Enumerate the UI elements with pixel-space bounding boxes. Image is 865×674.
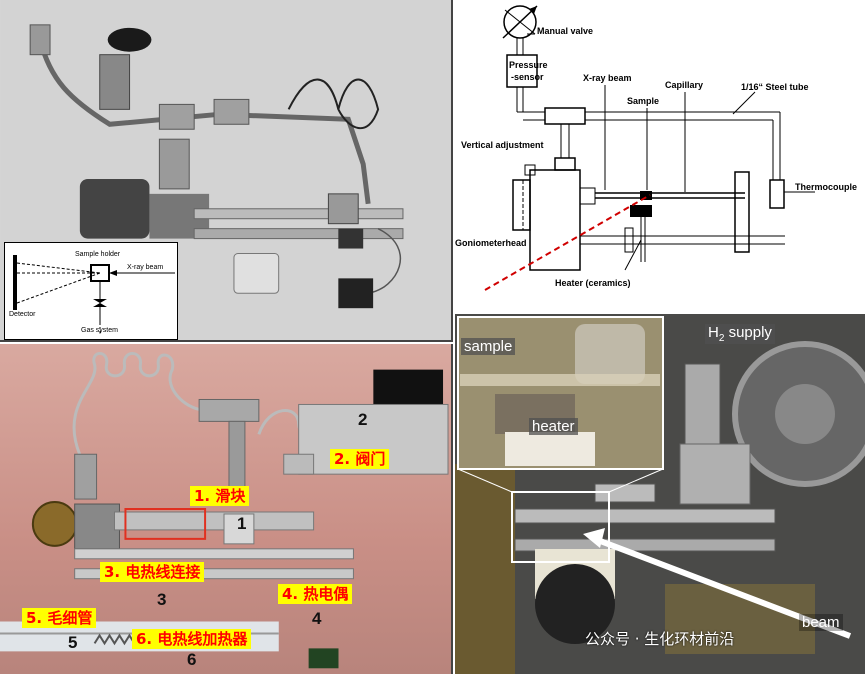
inset-label-sample-holder: Sample holder bbox=[75, 251, 121, 258]
inset-label-xray-beam: X-ray beam bbox=[127, 264, 164, 271]
h2-supply-subscript: 2 bbox=[718, 333, 725, 344]
label-pressure-sensor-1: Pressure bbox=[509, 60, 548, 70]
number-6: 6 bbox=[187, 650, 197, 669]
label-h2-supply: H2 supply bbox=[705, 324, 775, 344]
label-steel-tube: 1/16“ Steel tube bbox=[741, 82, 809, 92]
h2-supply-rest: supply bbox=[724, 324, 772, 341]
label-thermocouple: Thermocouple bbox=[795, 182, 858, 192]
label-vertical-adjustment: Vertical adjustment bbox=[461, 140, 544, 150]
label-heating-wire-connection: 3. 电热线连接 bbox=[100, 562, 205, 582]
label-sample: Sample bbox=[627, 96, 660, 106]
watermark-text: 公众号 · 生化环材前沿 bbox=[585, 630, 735, 648]
schematic-drawing bbox=[484, 5, 815, 291]
number-4: 4 bbox=[312, 609, 322, 628]
number-5: 5 bbox=[68, 633, 78, 652]
label-heater-photo: heater bbox=[529, 418, 578, 435]
label-capillary: Capillary bbox=[665, 80, 704, 90]
label-xray-beam: X-ray beam bbox=[583, 73, 632, 83]
label-pressure-sensor-2: -sensor bbox=[511, 72, 544, 82]
label-valve: 2. 阀门 bbox=[330, 449, 390, 469]
number-2: 2 bbox=[358, 410, 368, 429]
label-sample-photo: sample bbox=[461, 338, 516, 355]
label-slider: 1. 滑块 bbox=[190, 486, 250, 506]
label-capillary-cn: 5. 毛细管 bbox=[22, 608, 97, 628]
label-manual-valve: Manual valve bbox=[537, 26, 594, 36]
inset-schematic: Sample holder X-ray beam Detector Gas sy… bbox=[4, 242, 178, 340]
label-goniometerhead: Goniometerhead bbox=[455, 238, 527, 248]
mounted-cell-drawing bbox=[455, 314, 865, 674]
number-3: 3 bbox=[157, 590, 167, 609]
photo-mounted-cell: sample heater H2 supply beam 公众号 · 生化环材前… bbox=[455, 314, 865, 674]
inset-label-gas-system: Gas system bbox=[81, 327, 118, 334]
photo-labeled-components: 1. 滑块 2. 阀门 3. 电热线连接 4. 热电偶 5. 毛细管 6. 电热… bbox=[0, 344, 453, 674]
schematic-diagram: Manual valve Pressure -sensor X-ray beam… bbox=[455, 0, 865, 314]
number-1: 1 bbox=[237, 514, 247, 533]
photo-cell-assembly: Sample holder X-ray beam Detector Gas sy… bbox=[0, 0, 453, 342]
h2-supply-h: H bbox=[708, 324, 719, 341]
label-beam: beam bbox=[799, 614, 843, 631]
label-heater: Heater (ceramics) bbox=[555, 278, 631, 288]
inset-schematic-drawing bbox=[13, 255, 175, 333]
inset-label-detector: Detector bbox=[9, 311, 36, 318]
label-heating-wire-heater: 6. 电热线加热器 bbox=[132, 629, 252, 649]
label-thermocouple-cn: 4. 热电偶 bbox=[278, 584, 353, 604]
